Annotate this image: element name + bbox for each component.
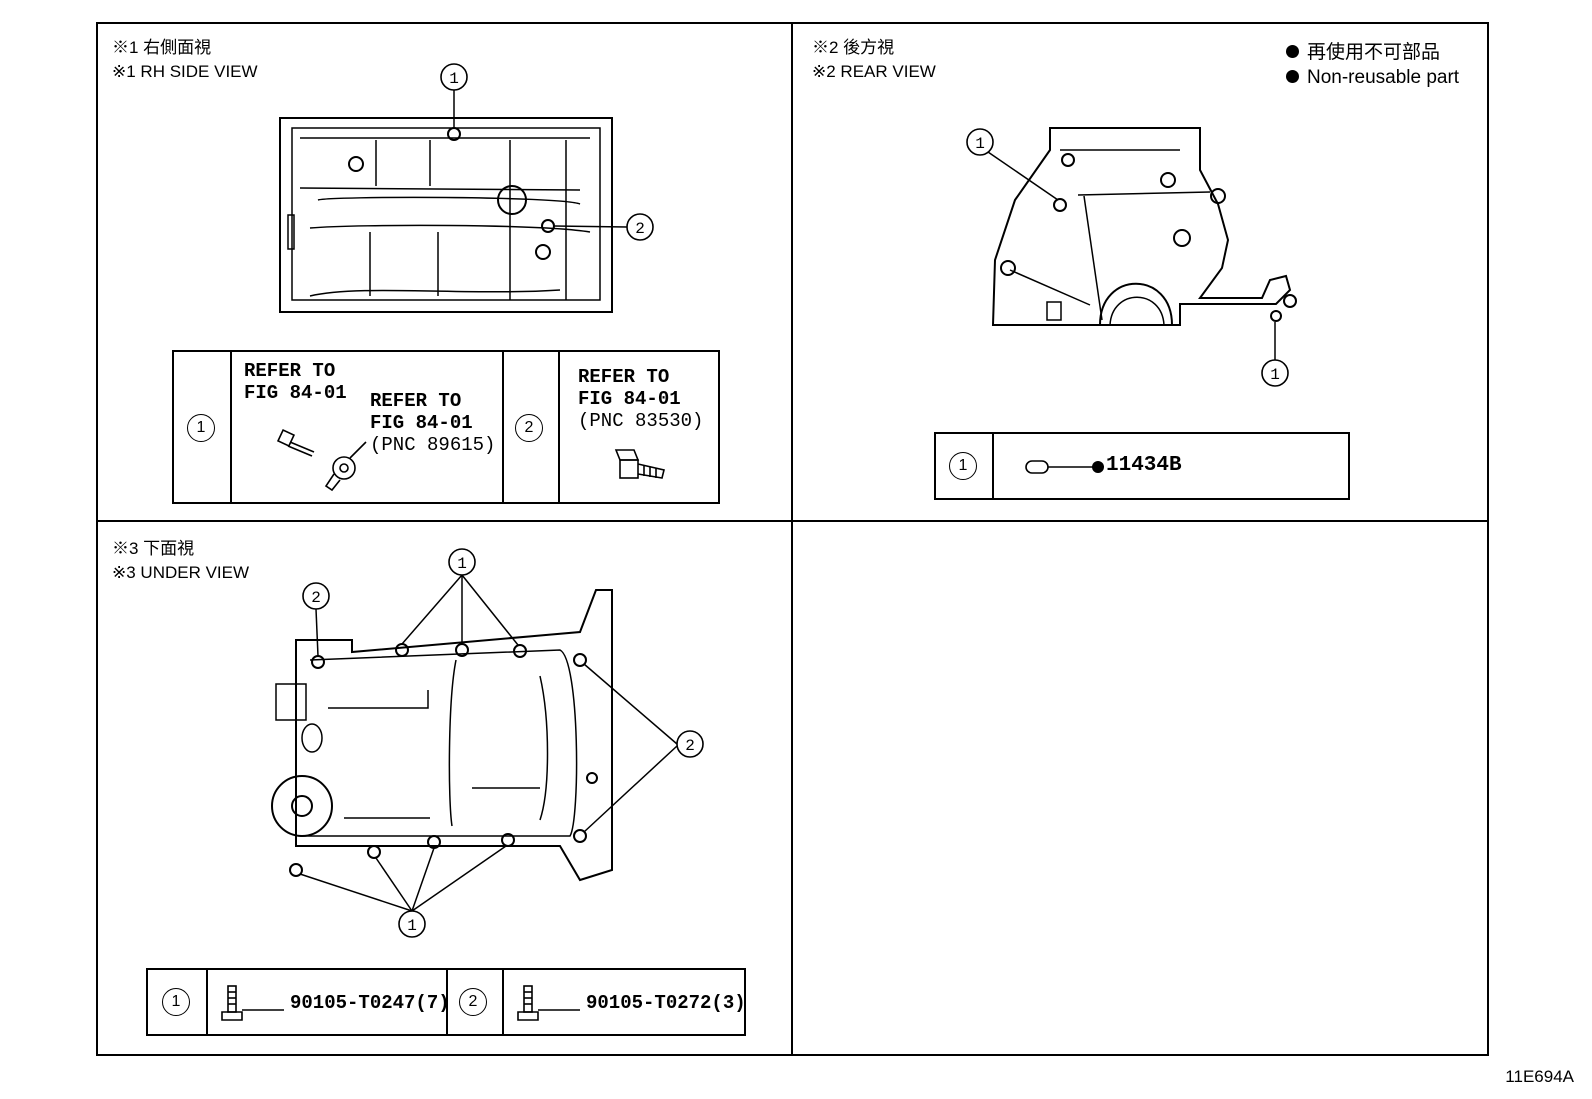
callout-1-text: 1	[449, 70, 459, 88]
bullet-icon	[1286, 45, 1299, 58]
rear-label-jp: ※2 後方視	[812, 38, 895, 57]
bolt-icon	[517, 985, 580, 1021]
under-item1-cell: 1	[148, 970, 208, 1034]
item-number-badge: 2	[459, 988, 487, 1016]
rh-side-label-jp: ※1 右側面視	[112, 38, 212, 57]
figure-id: 11E694A	[1505, 1067, 1574, 1086]
pin-icon	[1025, 460, 1104, 474]
under-part2-number: 90105-T0272(3)	[586, 992, 746, 1014]
legend-row-jp: 再使用不可部品	[1286, 40, 1459, 65]
under-part1-number: 90105-T0247(7)	[290, 992, 450, 1014]
under-item2-cell: 2	[446, 970, 504, 1034]
sensor-icon	[614, 449, 665, 479]
rh-item2-cell: 2	[502, 352, 560, 502]
refer-line: (PNC 83530)	[578, 410, 704, 432]
legend-row-en: Non-reusable part	[1286, 65, 1459, 90]
callout-1-text: 1	[407, 917, 417, 935]
refer-text-2: REFER TO FIG 84-01 (PNC 89615)	[370, 390, 495, 456]
refer-line: REFER TO	[578, 366, 670, 388]
refer-text-3: REFER TO FIG 84-01 (PNC 83530)	[578, 366, 703, 432]
item-number-badge: 1	[162, 988, 190, 1016]
under-label-en: ※3 UNDER VIEW	[112, 563, 250, 582]
refer-line: (PNC 89615)	[370, 434, 496, 456]
rear-block-drawing	[966, 127, 1297, 387]
rh-refer-cell-2: REFER TO FIG 84-01 (PNC 83530)	[558, 352, 718, 502]
refer-line: REFER TO	[244, 360, 336, 382]
refer-line: FIG 84-01	[370, 412, 473, 434]
callout-1-text: 1	[457, 555, 467, 573]
horizontal-divider	[96, 520, 1489, 522]
legend-en: Non-reusable part	[1307, 67, 1460, 88]
rear-item1-cell: 1	[936, 434, 994, 498]
rh-side-label-en: ※1 RH SIDE VIEW	[112, 62, 258, 81]
rh-refer-cell: REFER TO FIG 84-01 REFER TO FIG 84-01 (P…	[230, 352, 504, 502]
callout-2-text: 2	[311, 589, 321, 607]
callout-1-text: 1	[975, 135, 985, 153]
refer-text-1: REFER TO FIG 84-01	[244, 360, 347, 404]
under-part2-cell: 90105-T0272(3)	[502, 970, 746, 1034]
callout-numbers: 1 2 1 1 1 2 2 1	[311, 70, 1280, 935]
item-number-badge: 2	[515, 414, 543, 442]
under-label: ※3 下面視 ※3 UNDER VIEW	[112, 537, 249, 585]
callout-2-text: 2	[685, 737, 695, 755]
legend-jp: 再使用不可部品	[1307, 42, 1441, 63]
rh-side-block-drawing	[279, 63, 654, 313]
rear-label: ※2 後方視 ※2 REAR VIEW	[812, 36, 936, 84]
under-block-drawing	[271, 548, 704, 938]
refer-line: FIG 84-01	[578, 388, 681, 410]
rh-side-parts-table: 1 REFER TO FIG 84-01 REFER TO FIG 84-01 …	[172, 350, 720, 504]
bolt-and-sensor-icon	[276, 428, 367, 492]
vertical-divider	[791, 22, 793, 1056]
item-number-badge: 1	[949, 452, 977, 480]
callout-2-text: 2	[635, 220, 645, 238]
callout-1-text: 1	[1270, 366, 1280, 384]
refer-line: REFER TO	[370, 390, 462, 412]
refer-line: FIG 84-01	[244, 382, 347, 404]
rear-part-number: 11434B	[1106, 454, 1182, 477]
under-part1-cell: 90105-T0247(7)	[206, 970, 450, 1034]
legend: 再使用不可部品 Non-reusable part	[1286, 40, 1459, 90]
rh-item1-cell: 1	[174, 352, 232, 502]
rear-parts-table: 1 11434B	[934, 432, 1350, 500]
item-number-badge: 1	[187, 414, 215, 442]
under-label-jp: ※3 下面視	[112, 539, 195, 558]
rh-side-label: ※1 右側面視 ※1 RH SIDE VIEW	[112, 36, 258, 84]
rear-label-en: ※2 REAR VIEW	[812, 62, 936, 81]
bolt-icon	[221, 985, 284, 1021]
under-parts-table: 1 90105-T0247(7) 2 90105-T0272(3)	[146, 968, 746, 1036]
bullet-icon	[1286, 70, 1299, 83]
